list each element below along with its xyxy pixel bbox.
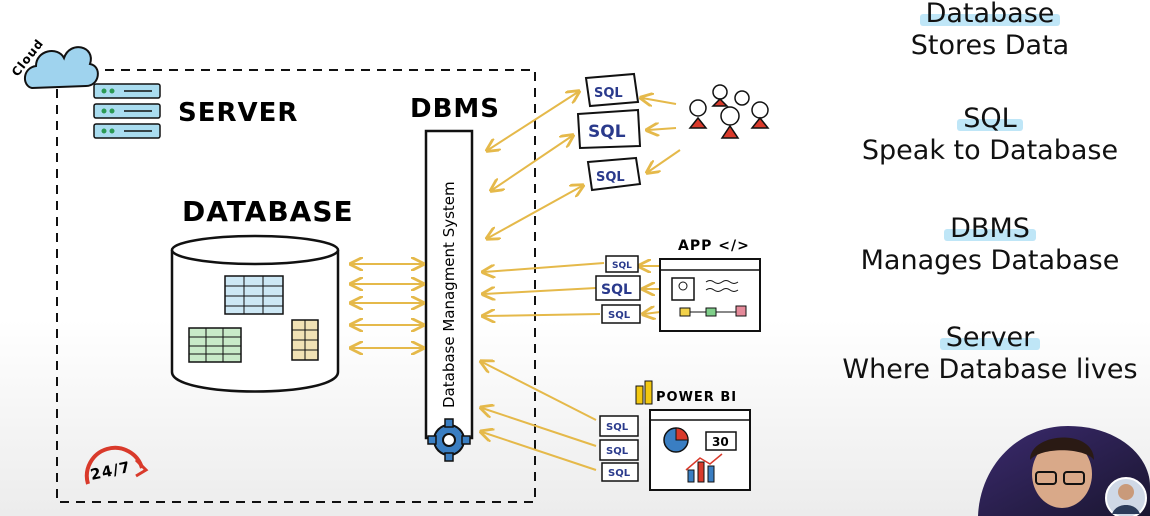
cloud-boundary <box>56 69 536 503</box>
kpi-value: 30 <box>712 435 729 449</box>
legend-title: DBMS <box>944 213 1036 244</box>
dbms-box <box>424 129 474 440</box>
app-window-icon <box>659 258 761 332</box>
svg-text:SQL: SQL <box>612 261 632 271</box>
dbms-powerbi-arrows <box>482 362 597 471</box>
legend-item-server: Server Where Database lives <box>800 322 1150 386</box>
users-group-icon <box>688 84 770 139</box>
sql-document: SQL <box>595 275 641 301</box>
sql-document: SQL <box>576 108 642 150</box>
legend-item-dbms: DBMS Manages Database <box>800 213 1150 277</box>
presenter-webcam <box>978 426 1150 516</box>
dbms-app-arrows <box>484 263 661 316</box>
legend-title: SQL <box>957 103 1024 134</box>
legend-title: Database <box>919 0 1061 29</box>
sql-document: SQL <box>584 72 640 108</box>
always-on-label: 24/7 <box>89 458 133 484</box>
cloud-icon <box>24 46 99 90</box>
legend-item-database: Database Stores Data <box>800 0 1150 62</box>
svg-text:SQL: SQL <box>596 170 625 185</box>
svg-text:SQL: SQL <box>594 86 623 101</box>
svg-text:SQL: SQL <box>608 468 631 479</box>
svg-text:SQL: SQL <box>601 282 632 298</box>
sql-document: SQL <box>586 156 642 192</box>
legend-item-sql: SQL Speak to Database <box>800 103 1150 167</box>
legend-description: Manages Database <box>860 245 1120 276</box>
svg-text:SQL: SQL <box>606 422 629 433</box>
legend-description: Speak to Database <box>861 135 1119 166</box>
sql-document: SQL <box>599 415 639 437</box>
dbms-users-arrows <box>488 92 681 238</box>
powerbi-logo-icon <box>635 380 653 405</box>
database-cylinder-icon <box>170 234 340 393</box>
powerbi-label: POWER BI <box>656 390 737 405</box>
legend-description: Where Database lives <box>842 354 1138 385</box>
database-label: DATABASE <box>182 195 354 228</box>
always-on-badge <box>84 445 149 485</box>
sql-document: SQL <box>601 304 641 324</box>
svg-text:SQL: SQL <box>608 310 631 321</box>
server-icon <box>93 83 161 139</box>
sql-document: SQL <box>599 439 639 461</box>
powerbi-dashboard-icon: 30 <box>649 409 751 491</box>
svg-text:SQL: SQL <box>588 122 626 142</box>
database-dbms-arrows <box>352 264 422 348</box>
gear-icon <box>427 418 471 462</box>
server-label: SERVER <box>178 98 298 128</box>
svg-text:SQL: SQL <box>606 446 629 457</box>
dbms-label: DBMS <box>410 94 500 124</box>
app-label: APP </> <box>678 238 750 254</box>
sql-document: SQL <box>601 462 639 482</box>
legend-description: Stores Data <box>910 30 1070 61</box>
sql-document: SQL <box>605 255 639 273</box>
dbms-full-label: Database Managment System <box>440 181 458 408</box>
legend-title: Server <box>939 322 1040 353</box>
